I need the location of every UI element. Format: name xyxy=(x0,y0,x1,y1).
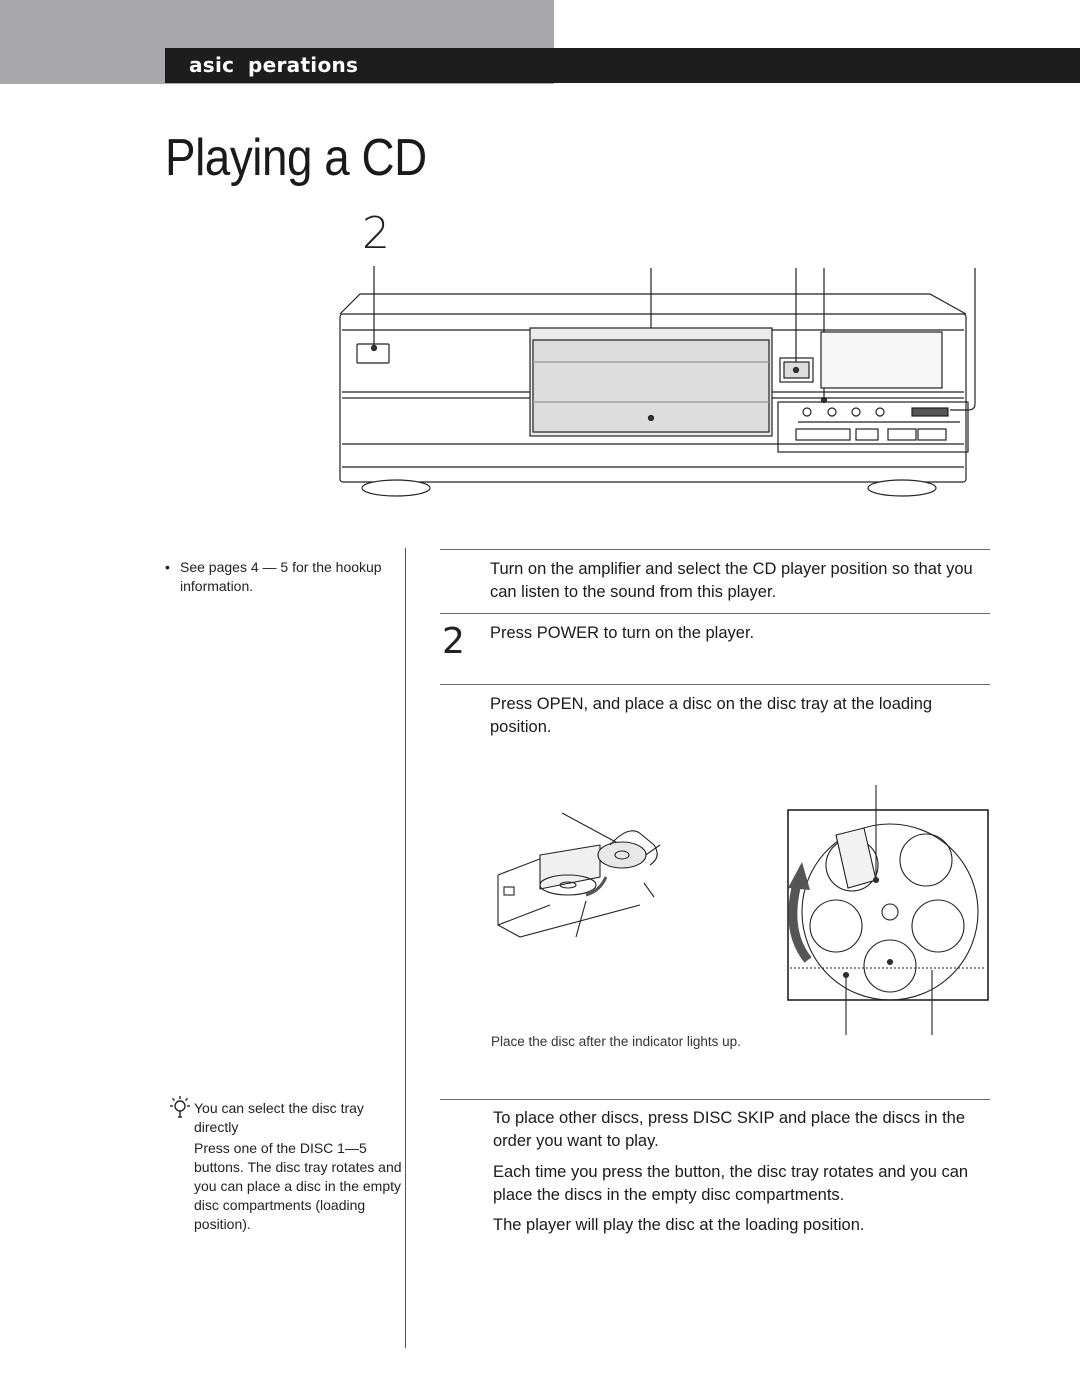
hookup-note-text: See pages 4 — 5 for the hookup informati… xyxy=(180,559,382,594)
step-rule xyxy=(440,684,990,685)
step-2-number: 2 xyxy=(442,621,465,662)
section-header-bar: asic perations xyxy=(165,48,1080,83)
callout-number: 2 xyxy=(362,208,390,259)
tip-block: You can select the disc tray directly Pr… xyxy=(194,1099,404,1234)
step-rule xyxy=(440,1099,990,1100)
step-4-text-2: Each time you press the button, the disc… xyxy=(493,1163,969,1204)
tip-heading: You can select the disc tray directly xyxy=(194,1100,364,1135)
lightbulb-icon xyxy=(170,1096,190,1118)
bullet: • xyxy=(165,559,170,575)
step-rule xyxy=(440,549,990,550)
cd-player-illustration xyxy=(339,266,976,497)
step-4-text-3: The player will play the disc at the loa… xyxy=(493,1216,865,1234)
column-divider xyxy=(405,548,406,1348)
step-2-text: Press POWER to turn on the player. xyxy=(490,624,755,642)
step-3-text: Press OPEN, and place a disc on the disc… xyxy=(490,695,933,736)
disc-placement-illustration xyxy=(497,812,661,938)
step-4-text-1: To place other discs, press DISC SKIP an… xyxy=(493,1109,966,1150)
figure-caption: Place the disc after the indicator light… xyxy=(491,1034,741,1049)
section-title-part1: asic xyxy=(189,53,235,77)
hookup-note: • See pages 4 — 5 for the hookup informa… xyxy=(165,558,400,596)
step-rule xyxy=(440,613,990,614)
section-title-part2: perations xyxy=(248,53,359,77)
step-1-text: Turn on the amplifier and select the CD … xyxy=(490,560,973,601)
page-title: Playing a CD xyxy=(165,129,427,187)
tip-body: Press one of the DISC 1—5 buttons. The d… xyxy=(194,1140,402,1232)
disc-tray-diagram xyxy=(787,785,989,1035)
